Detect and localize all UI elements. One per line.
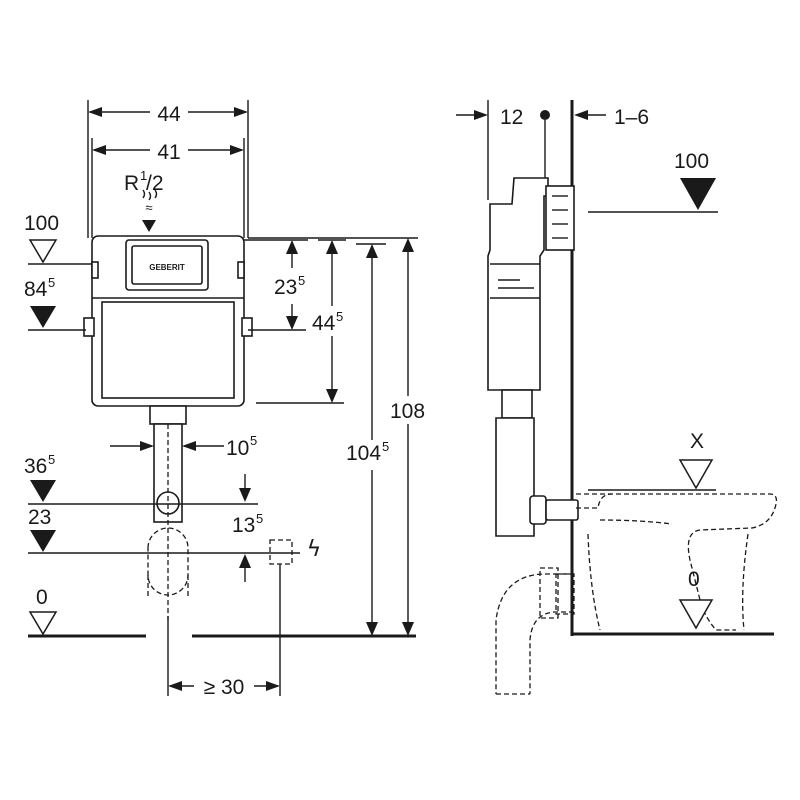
- side-level-100-label: 100: [674, 150, 709, 173]
- frame-height-sup: 5: [382, 439, 389, 454]
- electric-socket-icon: ϟ: [307, 537, 322, 562]
- side-view: 12 1–6 100: [456, 100, 778, 695]
- actuator-height-sup: 5: [298, 273, 305, 288]
- inlet-sup-label: 1: [140, 168, 147, 183]
- pipe-width-label: 10: [226, 437, 249, 460]
- level-36-front: 36 5: [24, 452, 258, 505]
- wall-gap-label: 1–6: [614, 106, 649, 129]
- brand-label: GEBERIT: [149, 263, 185, 272]
- level-84-front: 84 5: [24, 275, 86, 331]
- floor-drain-dashed: [495, 567, 575, 695]
- level-100-side: 100: [588, 150, 718, 213]
- total-height-label: 108: [390, 400, 425, 423]
- dimension-actuator-height: 23 5: [244, 239, 308, 331]
- level-36-label: 36: [24, 455, 47, 478]
- level-13-label: 13: [232, 514, 255, 537]
- inlet-base-label: R: [124, 172, 139, 195]
- actuator-height-label: 23: [274, 276, 297, 299]
- inlet-sub-label: /2: [146, 172, 164, 195]
- level-100-front: 100: [24, 212, 92, 265]
- dimension-frame-height: 104 5: [346, 243, 389, 636]
- drain-pipe: [149, 405, 187, 620]
- cistern-height-sup: 5: [336, 309, 343, 324]
- side-level-0-label: 0: [688, 568, 700, 591]
- width-outer-label: 44: [157, 103, 181, 126]
- depth-label: 12: [500, 106, 523, 129]
- inlet-water-mark: ≈: [145, 200, 152, 215]
- level-0-side: 0: [678, 568, 714, 630]
- pipe-width-sup: 5: [250, 433, 257, 448]
- cistern-height-label: 44: [312, 312, 336, 335]
- level-84-sup: 5: [48, 275, 55, 290]
- toilet-bowl-dashed: [576, 493, 778, 631]
- level-0-label: 0: [36, 586, 48, 609]
- dimension-lateral: ≥ 30: [167, 564, 281, 699]
- cistern-side: [487, 177, 579, 537]
- level-100-label: 100: [24, 212, 59, 235]
- lateral-distance-label: ≥ 30: [204, 676, 245, 699]
- dimension-depth: 12: [456, 100, 550, 200]
- level-36-sup: 5: [48, 452, 55, 467]
- reference-dot: [540, 110, 550, 120]
- level-13-sup: 5: [256, 511, 263, 526]
- level-23-label: 23: [28, 506, 51, 529]
- level-84-label: 84: [24, 278, 48, 301]
- level-0-front: 0: [28, 586, 416, 638]
- water-inlet-label: R 1 /2 ≈: [124, 168, 164, 232]
- frame-height-label: 104: [346, 442, 381, 465]
- cistern-body: GEBERIT: [83, 235, 253, 407]
- dimension-wall-gap: 1–6: [574, 106, 649, 129]
- width-inner-label: 41: [157, 141, 180, 164]
- dimension-pipe-width: 10 5: [110, 433, 257, 460]
- side-level-x-label: X: [690, 430, 704, 453]
- dimension-cistern-height: 44 5: [256, 239, 346, 404]
- dimension-total-height: 108: [248, 237, 425, 636]
- dimension-width-outer: 44: [87, 100, 249, 238]
- dashed-outlet: ϟ: [147, 527, 322, 598]
- front-view: 44 41 R 1 /2 ≈ GEB: [24, 100, 425, 699]
- level-x-side: X: [588, 430, 716, 491]
- level-23-front: 23 13 5: [28, 506, 300, 582]
- dimension-width-inner: 41: [91, 138, 245, 238]
